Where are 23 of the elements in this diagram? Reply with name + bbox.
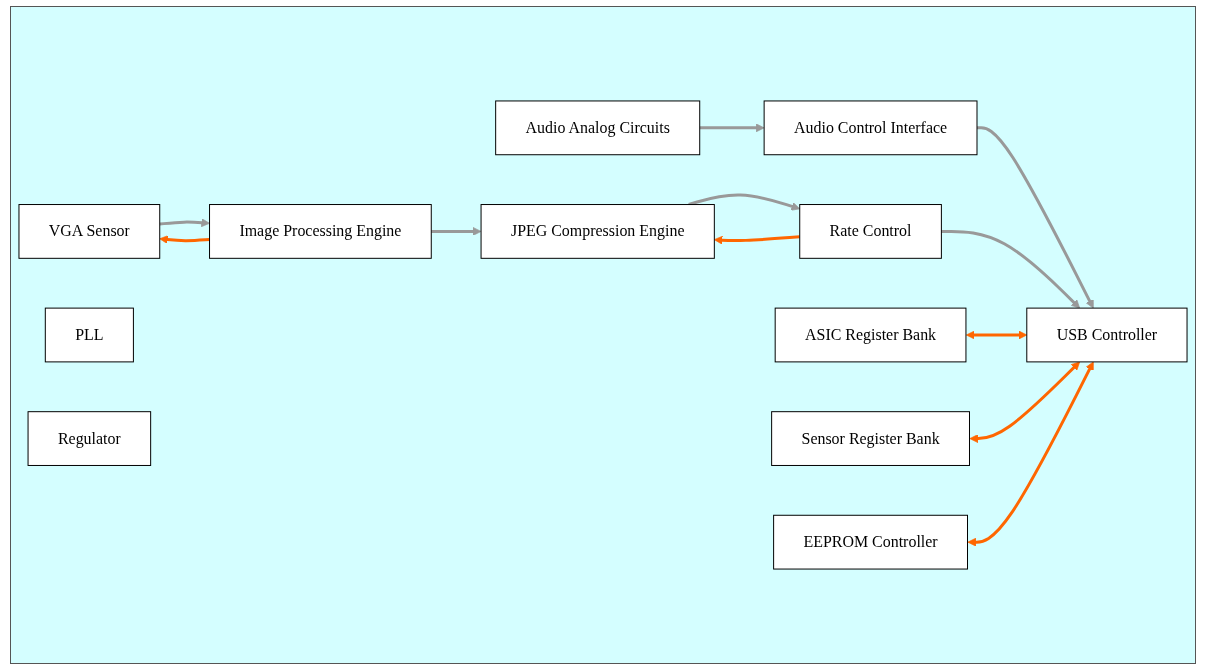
arrow <box>941 229 1081 309</box>
block-box: ASIC Register Bank <box>774 307 967 363</box>
block-box: PLL <box>44 307 134 363</box>
arrow <box>699 123 765 133</box>
block-box: Audio Analog Circuits <box>495 100 701 156</box>
block-box: Rate Control <box>799 204 942 259</box>
block-box: JPEG Compression Engine <box>480 204 715 259</box>
arrow <box>688 193 801 211</box>
block-box: Audio Control Interface <box>763 100 978 156</box>
arrow <box>159 235 210 244</box>
arrow <box>969 361 1081 443</box>
block-box: EEPROM Controller <box>773 514 968 570</box>
block-box: Sensor Register Bank <box>771 411 970 466</box>
block-box: VGA Sensor <box>18 204 161 259</box>
arrow <box>159 218 210 228</box>
arrow <box>965 330 1028 340</box>
arrow <box>977 126 1094 309</box>
arrow <box>431 227 482 236</box>
block-box: USB Controller <box>1026 307 1188 363</box>
arrow <box>967 361 1094 547</box>
block-box: Regulator <box>27 411 152 466</box>
arrow <box>713 235 800 245</box>
block-box: Image Processing Engine <box>209 204 432 259</box>
